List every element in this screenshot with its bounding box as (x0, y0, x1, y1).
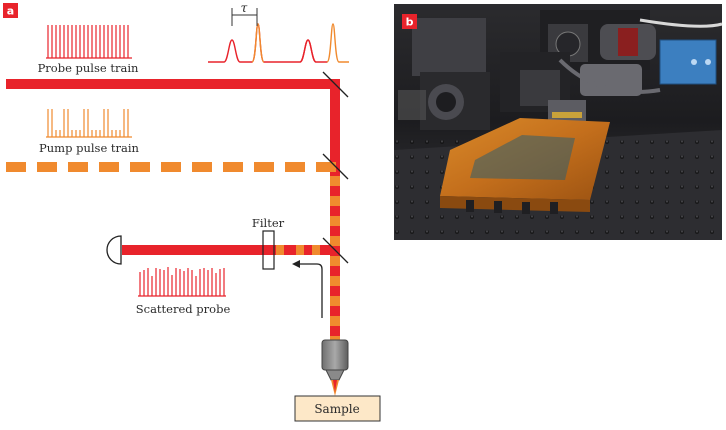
detector-icon (106, 235, 122, 265)
combined-beam-segment (330, 196, 340, 206)
panel-a-badge-text: a (7, 5, 14, 18)
scattered-beam-segment (276, 245, 284, 255)
pump-beam-segment (285, 162, 305, 172)
pump-pulse-train-label: Pump pulse train (39, 141, 140, 155)
pump-beam-segment (6, 162, 26, 172)
pulse-delay-diagram (208, 8, 349, 63)
panel-b-badge-text: b (406, 16, 414, 29)
sample-label: Sample (314, 402, 359, 416)
pump-beam-segment (223, 162, 243, 172)
combined-beam-segments (330, 176, 340, 346)
objective-lens-icon (321, 339, 349, 396)
panel-b-photo: b (394, 4, 723, 240)
panel-b-badge: b (402, 14, 417, 29)
combined-beam-segment (330, 216, 340, 226)
combined-beam-segment (330, 176, 340, 186)
probe-pulse-train-label: Probe pulse train (38, 61, 139, 75)
pump-beam (6, 162, 336, 172)
combined-beam-segment (330, 296, 340, 306)
mirror-2 (322, 153, 349, 180)
pump-beam-segment (320, 162, 332, 172)
filter-box (262, 230, 275, 270)
pump-beam-segment (192, 162, 212, 172)
scattered-probe-beam (122, 245, 330, 255)
combined-beam-segment (330, 256, 340, 266)
probe-pulse-train-icon (46, 25, 132, 59)
panel-a-badge: a (3, 3, 18, 18)
return-arrow-icon (292, 260, 323, 318)
probe-beam (6, 79, 340, 340)
pump-beam-segment (161, 162, 181, 172)
delay-tau-label: τ (241, 1, 248, 15)
pump-beam-segment (130, 162, 150, 172)
mirrors (322, 71, 349, 264)
pump-beam-segment (99, 162, 119, 172)
panel-a: a Probe pulse train τ Pump p (3, 1, 381, 422)
mirror-1 (322, 71, 349, 98)
mirror-3 (322, 237, 349, 264)
scattered-probe-icon (138, 267, 226, 297)
combined-beam-segment (330, 316, 340, 326)
pump-beam-segment (68, 162, 88, 172)
pump-beam-segment (254, 162, 274, 172)
combined-beam-segment (330, 236, 340, 246)
scattered-beam-segment (312, 245, 320, 255)
scattered-probe-label: Scattered probe (136, 302, 231, 316)
filter-label: Filter (252, 216, 285, 230)
scattered-beam-segment (296, 245, 304, 255)
combined-beam-segment (330, 276, 340, 286)
sample-box (294, 395, 381, 422)
pump-beam-segment (37, 162, 57, 172)
pump-pulse-train-icon (46, 109, 132, 138)
